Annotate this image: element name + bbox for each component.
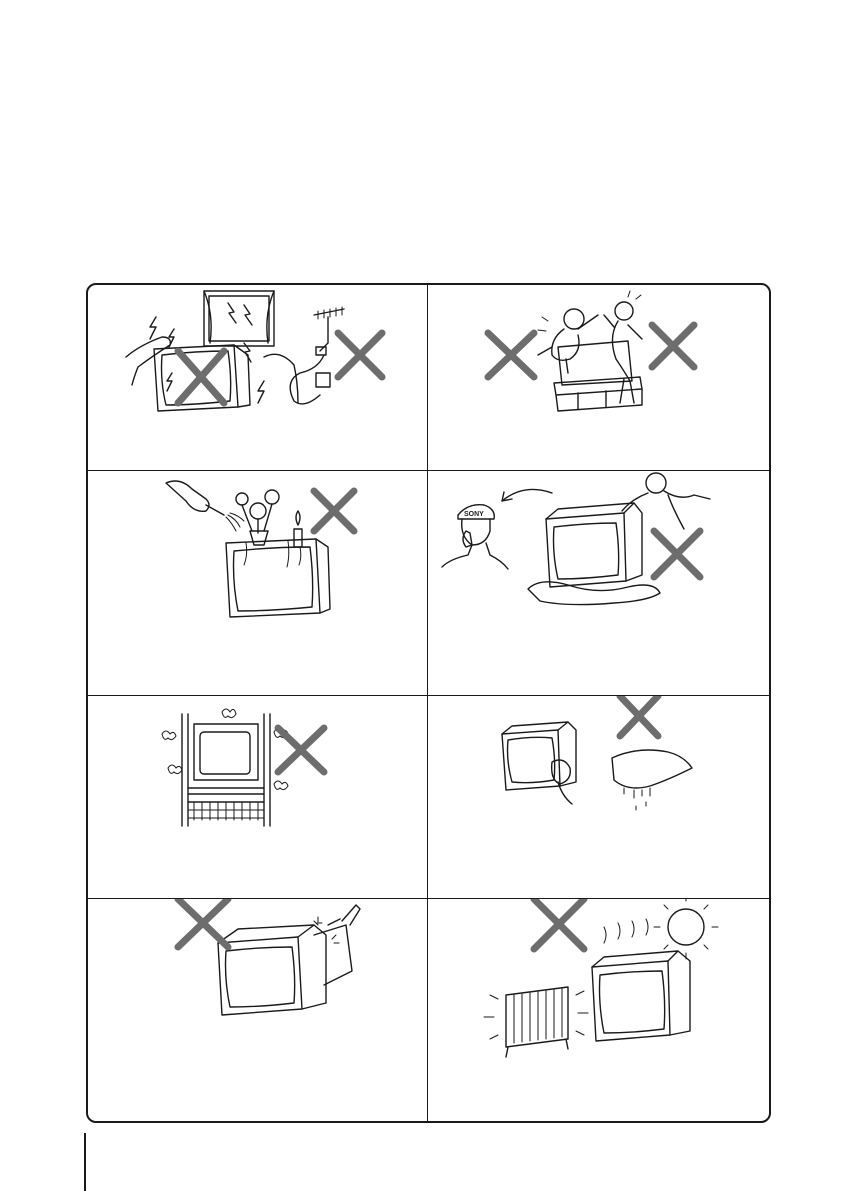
warning-illustration-frame: SONY xyxy=(86,283,771,1123)
panel-cleaning-dry-cloth xyxy=(428,696,771,898)
page-margin-line xyxy=(84,1133,86,1191)
water-on-tv-illustration xyxy=(88,471,427,695)
child-icon xyxy=(538,309,598,373)
heat-sources-illustration xyxy=(428,899,771,1123)
lightning-icon xyxy=(150,317,264,403)
sony-cap-label: SONY xyxy=(464,511,484,518)
panel-liquid-spill-call-service: SONY xyxy=(428,471,771,695)
shelf-icon xyxy=(182,714,270,826)
prohibited-x-icon xyxy=(654,531,700,577)
tv-icon xyxy=(226,539,330,617)
tv-icon xyxy=(546,503,642,587)
illustration-grid: SONY xyxy=(88,285,769,1121)
lightning-storm-illustration xyxy=(88,285,427,470)
panel-insert-objects xyxy=(88,899,427,1123)
flower-vase-icon xyxy=(236,490,279,545)
panel-ventilation-blocked xyxy=(88,696,427,898)
ventilation-blocked-illustration xyxy=(88,696,427,898)
watering-can-icon xyxy=(166,481,244,531)
tv-icon xyxy=(218,925,326,1015)
service-technician-icon: SONY xyxy=(442,505,508,569)
child-icon xyxy=(604,302,642,403)
wet-cloth-icon xyxy=(612,750,692,810)
heat-waves-icon xyxy=(604,919,648,943)
panel-water-on-tv xyxy=(88,471,427,695)
spilled-liquid-icon xyxy=(528,582,660,605)
prohibited-x-icon xyxy=(314,491,354,531)
child-icon xyxy=(622,473,710,529)
panel-lightning-storm xyxy=(88,285,427,470)
tv-icon xyxy=(194,724,258,780)
cleaning-illustration xyxy=(428,696,771,898)
tv-back-panel-icon xyxy=(314,925,352,985)
prohibited-x-icon xyxy=(488,333,534,377)
power-plug-icon xyxy=(290,355,324,404)
prohibited-x-icon xyxy=(620,696,658,736)
tv-icon xyxy=(502,722,576,790)
children-climbing-illustration xyxy=(428,285,771,470)
heater-icon xyxy=(506,987,568,1057)
prohibited-x-icon xyxy=(534,899,584,949)
window-icon xyxy=(204,291,274,346)
prohibited-x-icon xyxy=(178,899,228,947)
heat-icon xyxy=(162,709,288,790)
candle-icon xyxy=(294,511,302,547)
tv-icon xyxy=(592,951,690,1041)
hand-icon xyxy=(126,337,170,385)
panel-heat-sources xyxy=(428,899,771,1123)
column-divider xyxy=(427,285,428,1121)
hand-icon xyxy=(328,905,360,925)
prohibited-x-icon xyxy=(178,351,224,403)
panel-children-climbing xyxy=(428,285,771,470)
prohibited-x-icon xyxy=(652,325,694,367)
prohibited-x-icon xyxy=(338,333,382,377)
tv-stand-icon xyxy=(554,341,642,411)
insert-objects-illustration xyxy=(88,899,427,1123)
prohibited-x-icon xyxy=(278,728,324,772)
heat-rays-icon xyxy=(484,991,588,1039)
sun-icon xyxy=(654,899,718,959)
liquid-spill-illustration: SONY xyxy=(428,471,771,695)
